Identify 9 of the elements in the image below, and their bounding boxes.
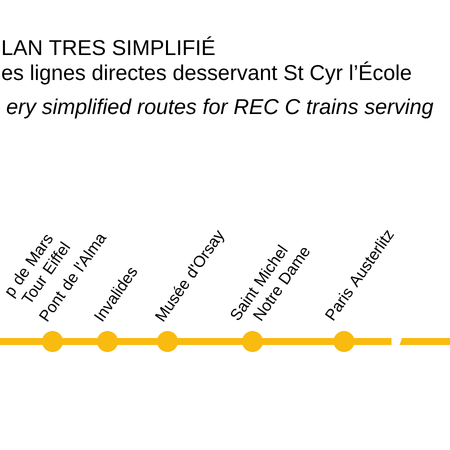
- line-segment: [262, 338, 335, 345]
- line-segment: [176, 338, 244, 345]
- subtitle: es lignes directes desservant St Cyr l’École: [2, 61, 411, 84]
- line-segment: [62, 338, 98, 345]
- line-segment: [0, 338, 44, 345]
- line-segment: [353, 338, 392, 345]
- subtitle: ery simplified routes for REC C trains serving: [6, 98, 434, 118]
- line-segment: [116, 338, 158, 345]
- title: LAN TRES SIMPLIFIÉ: [2, 36, 215, 56]
